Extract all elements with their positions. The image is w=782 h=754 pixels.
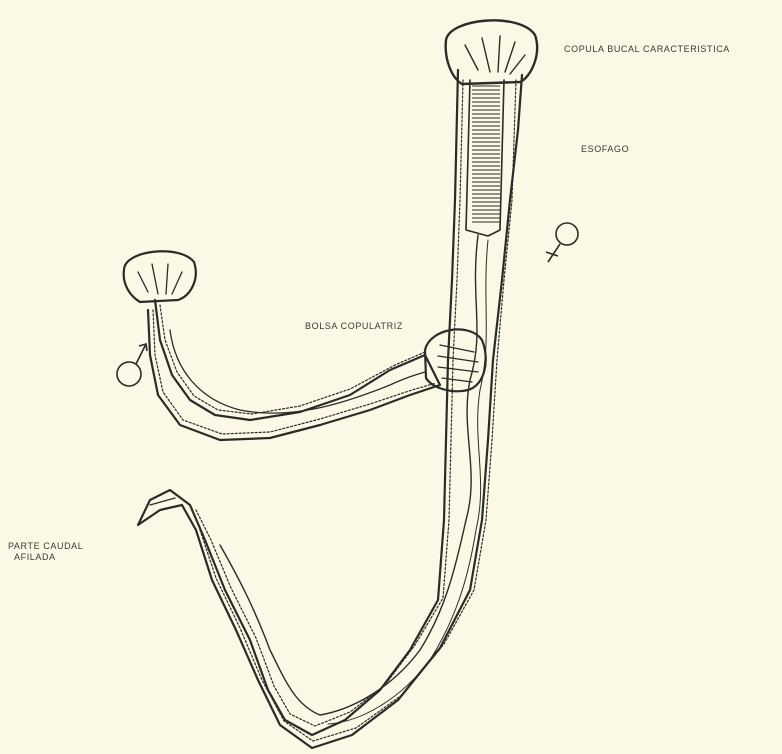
label-bolsa-copulatriz: BOLSA COPULATRIZ <box>305 321 403 332</box>
esophagus-hatching <box>472 85 500 225</box>
female-symbol-icon <box>546 223 578 262</box>
bursa-rays <box>438 345 478 382</box>
female-buccal-capsule <box>446 20 537 84</box>
male-teeth <box>138 264 182 294</box>
male-symbol-icon <box>117 344 147 386</box>
male-buccal-capsule <box>124 251 196 302</box>
female-body-outline <box>138 70 522 748</box>
female-intestine <box>220 235 478 715</box>
label-parte-caudal-line1: PARTE CAUDAL <box>8 541 83 552</box>
female-cuticle-right <box>200 80 516 741</box>
label-parte-caudal: PARTE CAUDAL AFILADA <box>8 541 83 563</box>
label-parte-caudal-line2: AFILADA <box>8 552 83 563</box>
buccal-teeth <box>465 36 525 74</box>
label-copula-bucal: COPULA BUCAL CARACTERISTICA <box>564 44 730 55</box>
male-worm <box>124 251 486 440</box>
label-esofago: ESOFAGO <box>581 144 629 155</box>
